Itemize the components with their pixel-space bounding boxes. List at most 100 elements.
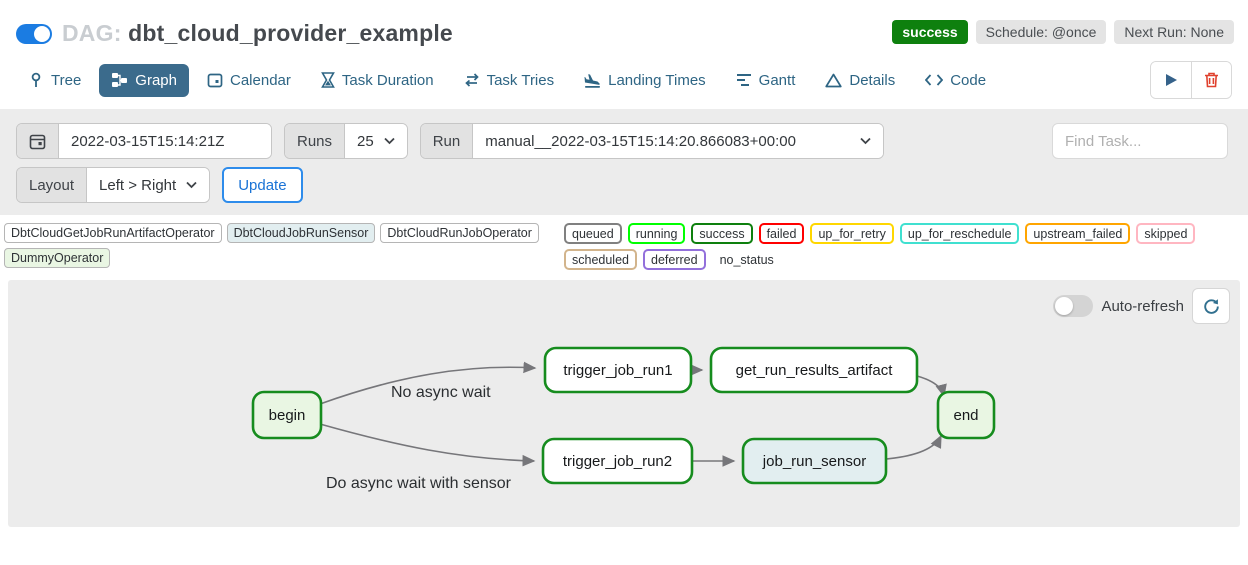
tab-label: Graph [135, 71, 177, 89]
tab-calendar[interactable]: Calendar [195, 64, 303, 97]
chevron-down-icon [384, 137, 395, 145]
task-node-label: trigger_job_run1 [563, 362, 672, 379]
base-date-input[interactable] [59, 124, 271, 158]
tree-icon [28, 72, 44, 88]
task-node-rect [709, 346, 919, 394]
chevron-down-icon [860, 137, 871, 145]
edge-label-async-sensor: Do async wait with sensor [326, 475, 512, 492]
task-node-rect [251, 390, 323, 440]
tab-label: Landing Times [608, 71, 706, 89]
gantt-icon [736, 73, 752, 87]
task-node-trigger_job_run1[interactable]: trigger_job_run1 [543, 346, 693, 394]
tab-graph[interactable]: Graph [99, 63, 189, 97]
toggle-knob [34, 25, 50, 42]
view-tabbar: Tree Graph Calendar Task Duration Task Tries… [0, 53, 1248, 109]
state-badge-upstream_failed: upstream_failed [1025, 223, 1131, 244]
edge-label-no-async: No async wait [391, 384, 491, 401]
tab-label: Details [849, 71, 896, 89]
delete-dag-button[interactable] [1191, 62, 1231, 98]
chevron-down-icon [186, 181, 197, 189]
tab-gantt[interactable]: Gantt [724, 64, 808, 97]
state-badge-queued: queued [564, 223, 622, 244]
tab-label: Gantt [758, 71, 796, 89]
tab-label: Task Tries [486, 71, 555, 89]
find-task-input[interactable] [1052, 123, 1228, 159]
task-node-label: trigger_job_run2 [563, 453, 672, 470]
task-node-end[interactable]: end [936, 390, 996, 440]
task-node-rect [541, 437, 694, 485]
tab-tree[interactable]: Tree [16, 64, 93, 97]
schedule-badge[interactable]: Schedule: @once [975, 20, 1107, 44]
state-badge-no_status: no_status [719, 252, 774, 267]
operator-badge: DummyOperator [4, 248, 111, 268]
layout-group: Layout Left > Right [16, 167, 211, 203]
operator-badge: DbtCloudJobRunSensor [226, 223, 376, 243]
layout-select[interactable]: Left > Right [87, 168, 210, 202]
dag-graph: No async wait Do async wait with sensor … [251, 346, 996, 492]
operator-badge: DbtCloudRunJobOperator [380, 223, 539, 243]
task-node-get_run_results_artifact[interactable]: get_run_results_artifact [709, 346, 919, 394]
tab-label: Tree [51, 71, 82, 89]
tab-label: Code [950, 71, 987, 89]
auto-refresh-toggle[interactable] [1053, 295, 1094, 317]
calendar-addon[interactable] [17, 124, 59, 158]
state-badge-deferred: deferred [643, 249, 706, 270]
edge-sensor-end [885, 434, 942, 460]
num-runs-value: 25 [357, 132, 374, 150]
filter-row-2: Layout Left > Right Update [16, 167, 1232, 203]
header-badges: success Schedule: @once Next Run: None [892, 20, 1234, 44]
update-button[interactable]: Update [222, 167, 303, 203]
task-node-job_run_sensor[interactable]: job_run_sensor [741, 437, 888, 485]
code-icon [925, 73, 944, 87]
base-date-group [16, 123, 272, 159]
tab-task-tries[interactable]: Task Tries [452, 64, 567, 97]
state-badge-success: success [691, 223, 753, 244]
dag-title-name: dbt_cloud_provider_example [128, 20, 453, 46]
task-node-trigger_job_run2[interactable]: trigger_job_run2 [541, 437, 694, 485]
runs-group: Runs 25 [284, 123, 408, 159]
refresh-button[interactable] [1192, 288, 1230, 324]
dag-pause-toggle[interactable] [16, 23, 52, 44]
edge-artifact-end [916, 375, 947, 398]
runs-label: Runs [285, 124, 346, 158]
status-badge: success [892, 20, 968, 44]
auto-refresh-label: Auto-refresh [1101, 297, 1184, 315]
trigger-dag-button[interactable] [1151, 62, 1191, 98]
toggle-knob [1055, 297, 1074, 315]
tab-code[interactable]: Code [913, 64, 998, 97]
repeat-icon [464, 72, 480, 88]
state-badge-up_for_reschedule: up_for_reschedule [899, 223, 1020, 244]
tab-label: Task Duration [341, 71, 434, 89]
num-runs-select[interactable]: 25 [345, 124, 407, 158]
task-node-label: job_run_sensor [762, 453, 866, 470]
task-node-label: end [953, 407, 978, 424]
refresh-icon [1203, 298, 1219, 314]
graph-panel: Auto-refresh No async wait Do async wait… [8, 280, 1240, 527]
run-label: Run [420, 124, 474, 158]
task-node-rect [543, 346, 693, 394]
task-node-rect [741, 437, 888, 485]
tab-label: Calendar [230, 71, 291, 89]
state-badge-up_for_retry: up_for_retry [810, 223, 894, 244]
dag-run-value: manual__2022-03-15T15:14:20.866083+00:00 [485, 132, 796, 150]
dag-run-select[interactable]: manual__2022-03-15T15:14:20.866083+00:00 [473, 124, 884, 158]
details-icon [825, 73, 843, 88]
tab-details[interactable]: Details [813, 64, 907, 97]
state-badge-scheduled: scheduled [564, 249, 637, 270]
tab-landing-times[interactable]: Landing Times [572, 64, 718, 97]
layout-label: Layout [17, 168, 88, 202]
dag-title-prefix: DAG: [62, 20, 122, 46]
landing-icon [584, 72, 601, 88]
graph-icon [111, 72, 128, 88]
play-icon [1166, 74, 1177, 86]
graph-nodes: begin trigger_job_run1 get_run_results_art… [251, 346, 996, 485]
tab-task-duration[interactable]: Task Duration [309, 64, 446, 97]
run-group: Run manual__2022-03-15T15:14:20.866083+0… [419, 123, 885, 159]
layout-value: Left > Right [99, 176, 177, 194]
operator-badge: DbtCloudGetJobRunArtifactOperator [4, 223, 222, 243]
next-run-badge: Next Run: None [1114, 20, 1234, 44]
task-node-begin[interactable]: begin [251, 390, 323, 440]
